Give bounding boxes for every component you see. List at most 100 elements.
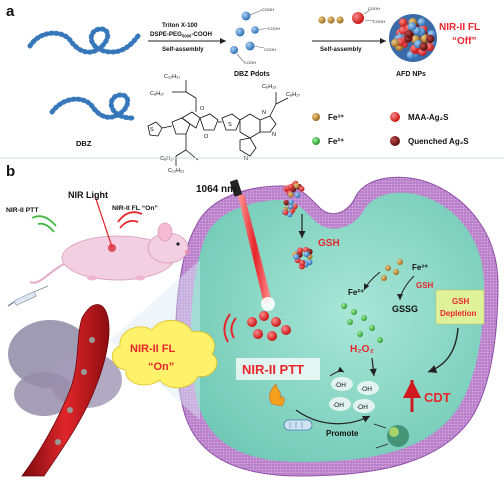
vessel-particles (55, 337, 95, 445)
svg-text:C₈H₁₇: C₈H₁₇ (286, 92, 300, 98)
cytoplasm (190, 192, 485, 462)
np-subunit (419, 42, 428, 51)
np-subunit (288, 199, 294, 205)
mouse-icon (29, 222, 189, 284)
np-subunit (408, 22, 417, 31)
svg-text:O: O (200, 106, 205, 112)
cdt-label: CDT (424, 390, 451, 405)
np-subunit (288, 192, 294, 198)
laser-spot (261, 297, 275, 311)
legend-fe3-label: Fe³⁺ (328, 113, 344, 122)
svg-text:C₈H₁₇: C₈H₁₇ (150, 91, 164, 97)
cooh-label: COOH (373, 19, 385, 24)
wifi-signal-icon (117, 211, 143, 229)
np-subunit (294, 192, 301, 198)
svg-text:N: N (262, 110, 266, 116)
legend-fe3-marker (312, 113, 320, 121)
fe-arrow (363, 271, 381, 291)
redox-arrow (397, 275, 415, 301)
fl-on-line2: “On” (148, 361, 174, 373)
nir-beam (94, 195, 113, 248)
gsh-label-1: GSH (318, 238, 340, 249)
fl-off-line2: “Off” (452, 36, 476, 47)
afd-nanoparticle (389, 14, 437, 62)
legend: Fe³⁺ Fe²⁺ MAA-Ag₂S Quenched Ag₂S (312, 112, 469, 146)
hydroxyl-radicals: ·OH ·OH ·OH ·OH (329, 377, 379, 413)
gssg-label: GSSG (392, 304, 418, 314)
arrow1-reagent2: DSPE-PEG5000-COOH (150, 31, 212, 39)
np-subunit (299, 260, 306, 266)
h2o2-label: H₂O₂ (350, 344, 374, 355)
svg-text:C₁₀H₂₁: C₁₀H₂₁ (164, 74, 180, 80)
np-subunit (288, 204, 294, 210)
svg-text:·OH: ·OH (356, 404, 368, 411)
incoming-nps (281, 180, 305, 218)
nir-ptt-small: NIR-II PTT (6, 207, 39, 214)
cooh-label: COOH (262, 7, 274, 12)
capsule-icon (283, 419, 313, 431)
np-subunit (426, 34, 435, 44)
arrow1-process: Self-assembly (162, 46, 204, 53)
h2o2-arrow (369, 357, 377, 377)
svg-text:C₈H₁₇: C₈H₁₇ (160, 156, 174, 162)
np-subunit (391, 38, 400, 48)
cooh-label: COOH (268, 26, 280, 31)
np-subunit (287, 184, 294, 190)
pdots-group: COOH COOH COOH COOH (230, 7, 280, 65)
np-subunit (292, 203, 298, 209)
fire-icon (269, 383, 285, 407)
svg-text:S: S (150, 127, 154, 133)
arrow2-reagents: COOH COOH (318, 6, 385, 24)
legend-quenched-label: Quenched Ag₂S (408, 137, 469, 146)
np-subunit (282, 210, 289, 216)
svg-text:C₁₀H₂₁: C₁₀H₂₁ (168, 168, 184, 174)
gsh-depletion-line1: GSH (452, 297, 470, 306)
svg-text:C₆H₁₃: C₆H₁₃ (262, 84, 276, 90)
fe3-label: Fe³⁺ (412, 263, 428, 272)
tumor-cell-icon (373, 423, 409, 449)
svg-text:·OH: ·OH (332, 402, 344, 409)
laser-beam (238, 194, 272, 304)
np-subunit (297, 247, 304, 254)
dbz-structure-labels: C₁₀H₂₁ C₈H₁₇ O O S S N N N C₈H₁₇ C₁₀H₂₁ … (150, 74, 300, 174)
legend-maa-label: MAA-Ag₂S (408, 113, 449, 122)
dbz-structure (147, 80, 289, 166)
fl-on-line1: NIR-II FL (130, 343, 175, 355)
syringe-icon (7, 285, 49, 307)
legend-quenched-marker (390, 136, 400, 146)
np-disassembly (292, 247, 313, 270)
laser-icon (229, 179, 243, 197)
cooh-label: COOH (264, 47, 276, 52)
pdots-label: DBZ Pdots (234, 71, 270, 78)
blood-vessel (21, 304, 110, 477)
wifi-signal-icon (223, 313, 237, 343)
cooh-label: COOH (244, 60, 256, 65)
nir-light-label: NIR Light (68, 190, 108, 200)
arrow1-reagent1: Triton X-100 (162, 22, 198, 29)
laser-label: 1064 nm (196, 184, 236, 195)
legend-fe2-marker (312, 137, 320, 145)
cooh-label: COOH (368, 6, 380, 11)
np-subunit (293, 253, 300, 260)
panel-a-label: a (6, 3, 15, 20)
panel-a: a Triton X-100 DSPE-PEG5000-COOH Self-as… (6, 3, 480, 174)
maa-ag2s-particles (247, 311, 291, 341)
fl-off-line1: NIR-II FL (439, 22, 480, 33)
gsh-depletion-line2: Depletion (440, 309, 477, 318)
wifi-signal-icon (31, 215, 57, 233)
svg-text:N: N (244, 156, 248, 162)
arrow2-process: Self-assembly (320, 46, 362, 53)
gsh-label-2: GSH (416, 281, 434, 290)
np-subunit (404, 29, 414, 39)
ptt-box (236, 358, 320, 380)
nir-fl-on-small: NIR-II FL “On” (112, 205, 158, 212)
svg-text:S: S (228, 122, 232, 128)
np-subunit (293, 182, 300, 189)
promote-arrow (295, 409, 371, 425)
np-subunit (298, 186, 305, 192)
np-subunit (417, 17, 426, 27)
np-subunit (283, 200, 289, 206)
depletion-arrow (427, 327, 459, 373)
np-subunit (287, 212, 293, 218)
